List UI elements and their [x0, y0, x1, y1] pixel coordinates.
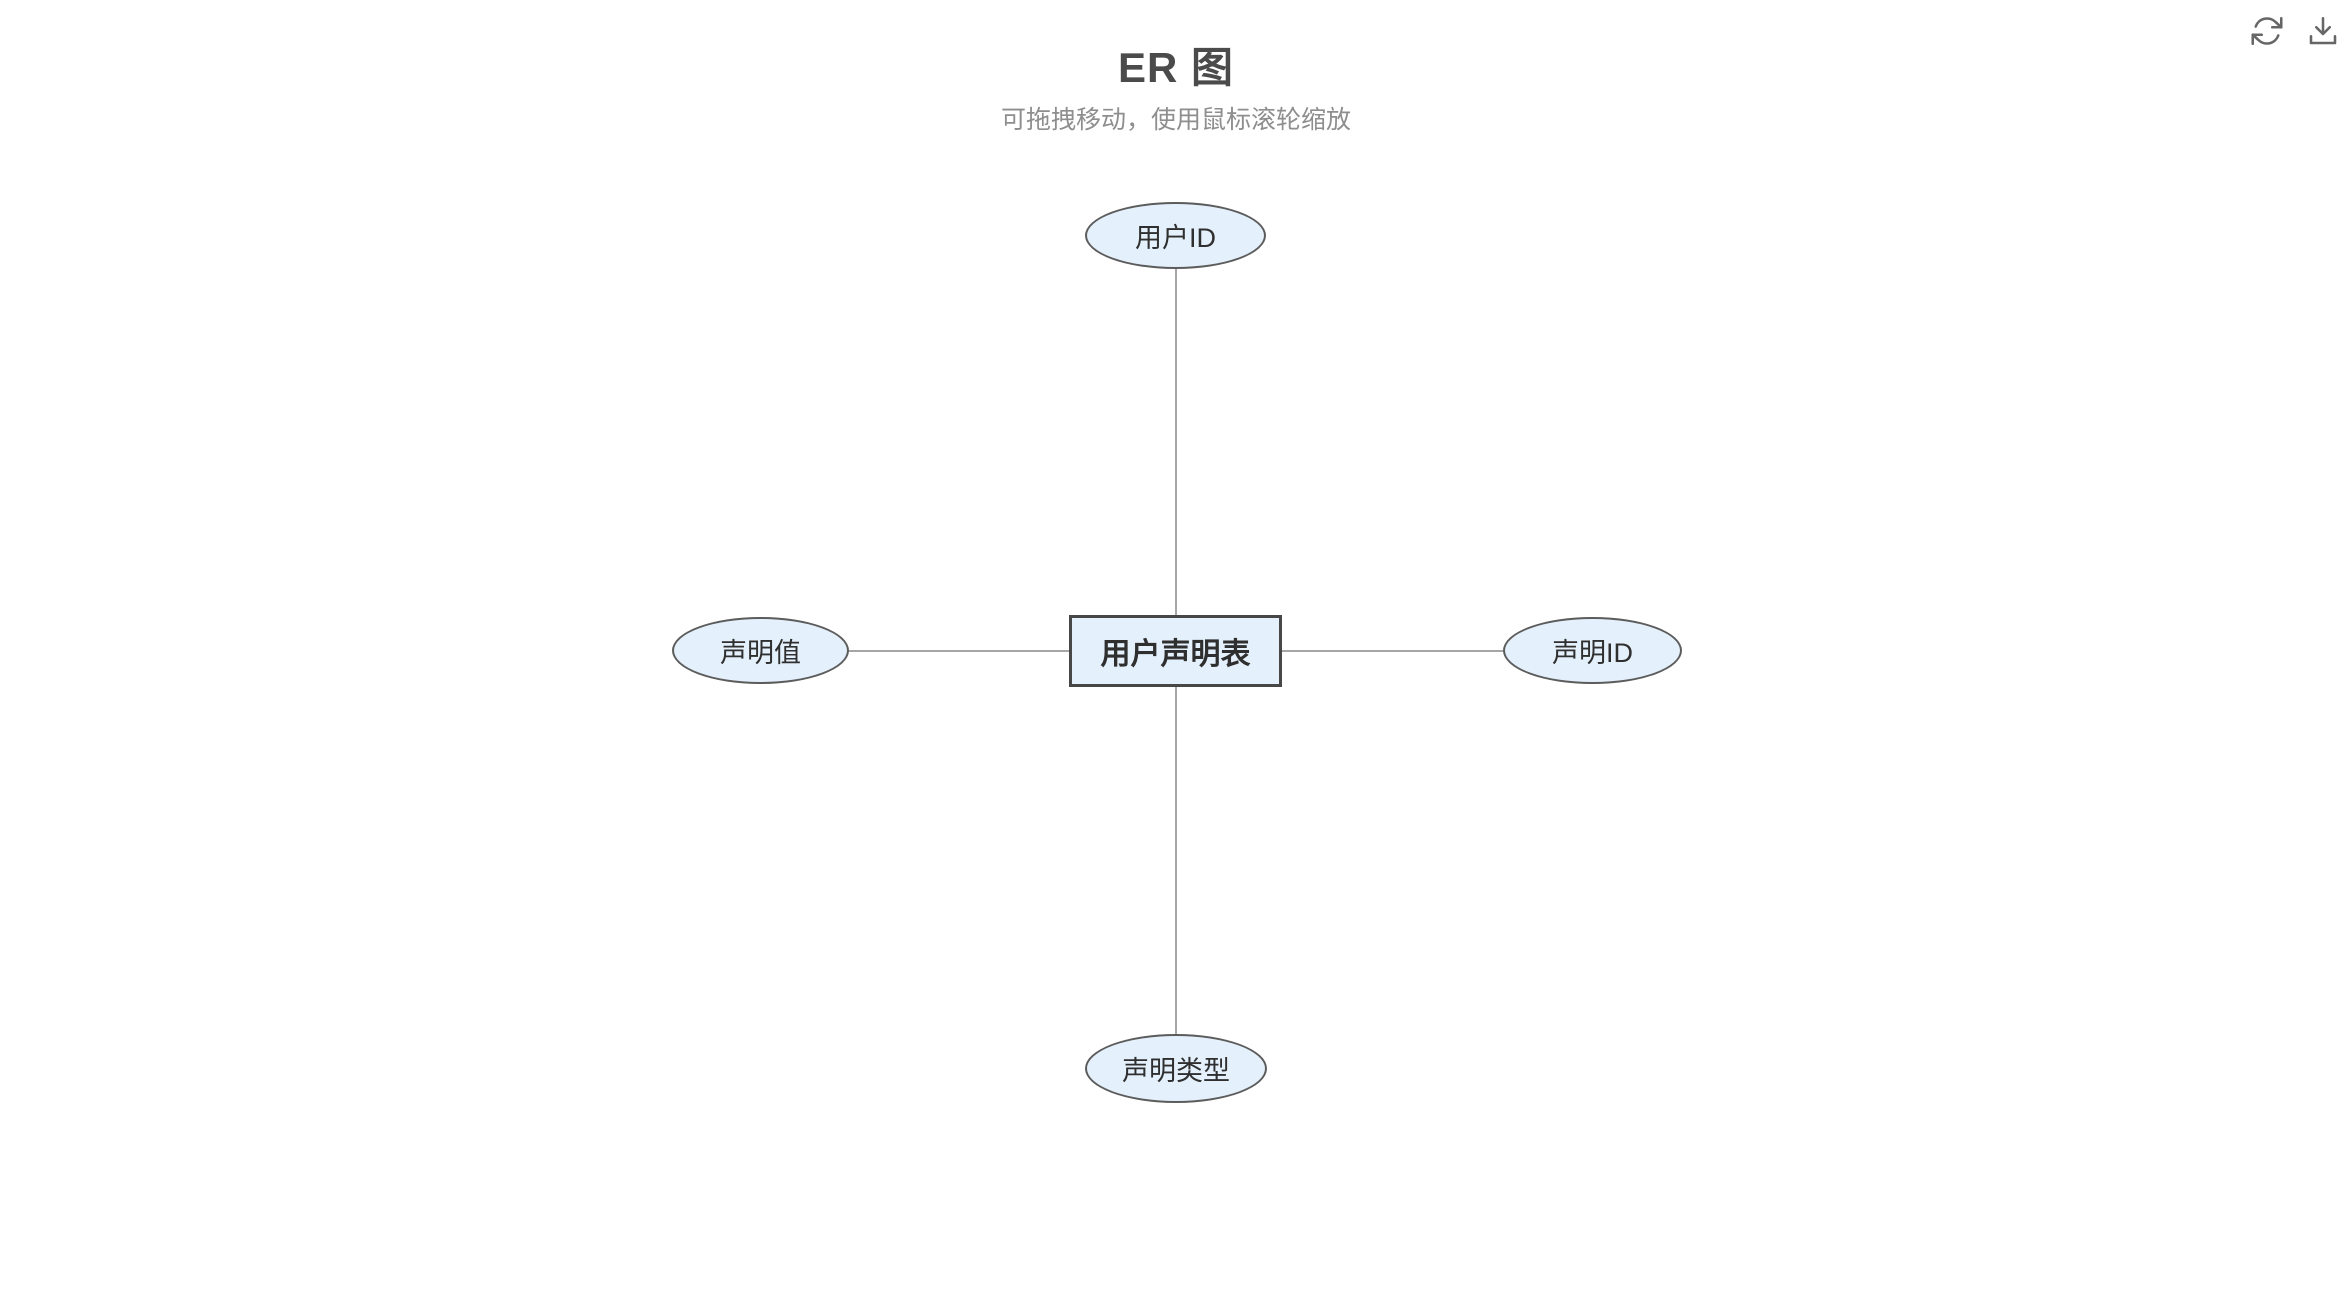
- page-title: ER 图: [1117, 44, 1234, 91]
- download-button[interactable]: [2304, 12, 2342, 50]
- edge-entity-to-top-attr: [1175, 266, 1177, 616]
- entity-node[interactable]: 用户声明表: [1069, 615, 1282, 687]
- refresh-icon: [2249, 13, 2285, 49]
- attribute-label: 声明类型: [1122, 1056, 1230, 1086]
- attribute-node-top[interactable]: 用户ID: [1085, 202, 1266, 269]
- entity-label: 用户声明表: [1100, 638, 1251, 671]
- page-subtitle: 可拖拽移动，使用鼠标滚轮缩放: [1000, 106, 1351, 134]
- toolbar: [2248, 12, 2342, 50]
- attribute-node-left[interactable]: 声明值: [672, 617, 849, 684]
- attribute-label: 声明ID: [1552, 638, 1633, 668]
- edge-entity-to-left-attr: [846, 650, 1070, 652]
- attribute-label: 用户ID: [1135, 223, 1216, 253]
- attribute-node-right[interactable]: 声明ID: [1503, 617, 1682, 684]
- attribute-label: 声明值: [720, 638, 801, 668]
- edge-entity-to-right-attr: [1281, 650, 1504, 652]
- download-icon: [2305, 13, 2341, 49]
- refresh-button[interactable]: [2248, 12, 2286, 50]
- attribute-node-bottom[interactable]: 声明类型: [1085, 1034, 1267, 1103]
- edge-entity-to-bottom-attr: [1175, 686, 1177, 1034]
